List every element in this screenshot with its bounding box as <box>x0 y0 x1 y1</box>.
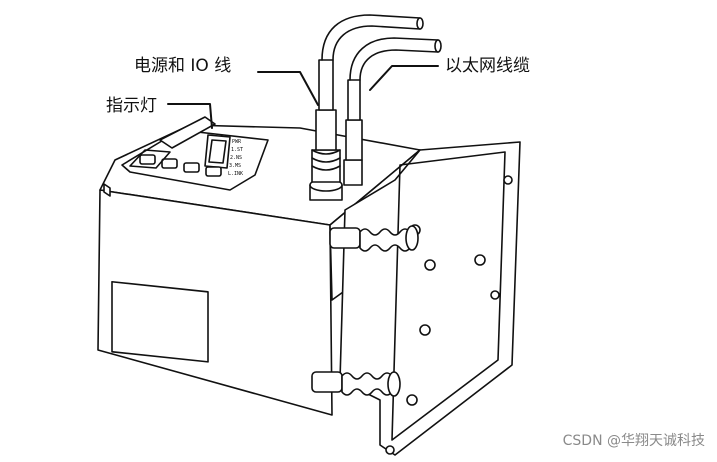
panel-text: PWR 1.ST 2.NS 3.MS L.INK <box>228 139 243 177</box>
panel-text-0: PWR <box>232 139 242 145</box>
lower-spring <box>311 371 401 397</box>
leader-indicator <box>167 103 213 129</box>
panel-text-4: L.INK <box>228 171 243 177</box>
leader-ethernet <box>369 65 439 91</box>
panel-text-3: 3.MS <box>229 163 241 169</box>
label-ethernet: 以太网线缆 <box>445 56 530 76</box>
leader-lines <box>167 65 439 129</box>
panel-text-1: 1.ST <box>231 147 243 153</box>
watermark: CSDN @华翔天诚科技 <box>562 433 705 449</box>
leader-power <box>257 71 319 106</box>
cables <box>321 14 442 81</box>
upper-spring <box>329 225 419 252</box>
label-power-io: 电源和 IO 线 <box>134 56 232 76</box>
label-indicator: 指示灯 <box>106 96 157 116</box>
power-io-connector <box>309 59 343 201</box>
panel-text-2: 2.NS <box>230 155 242 161</box>
ethernet-connector <box>343 79 363 186</box>
indicator-panel <box>121 116 269 191</box>
